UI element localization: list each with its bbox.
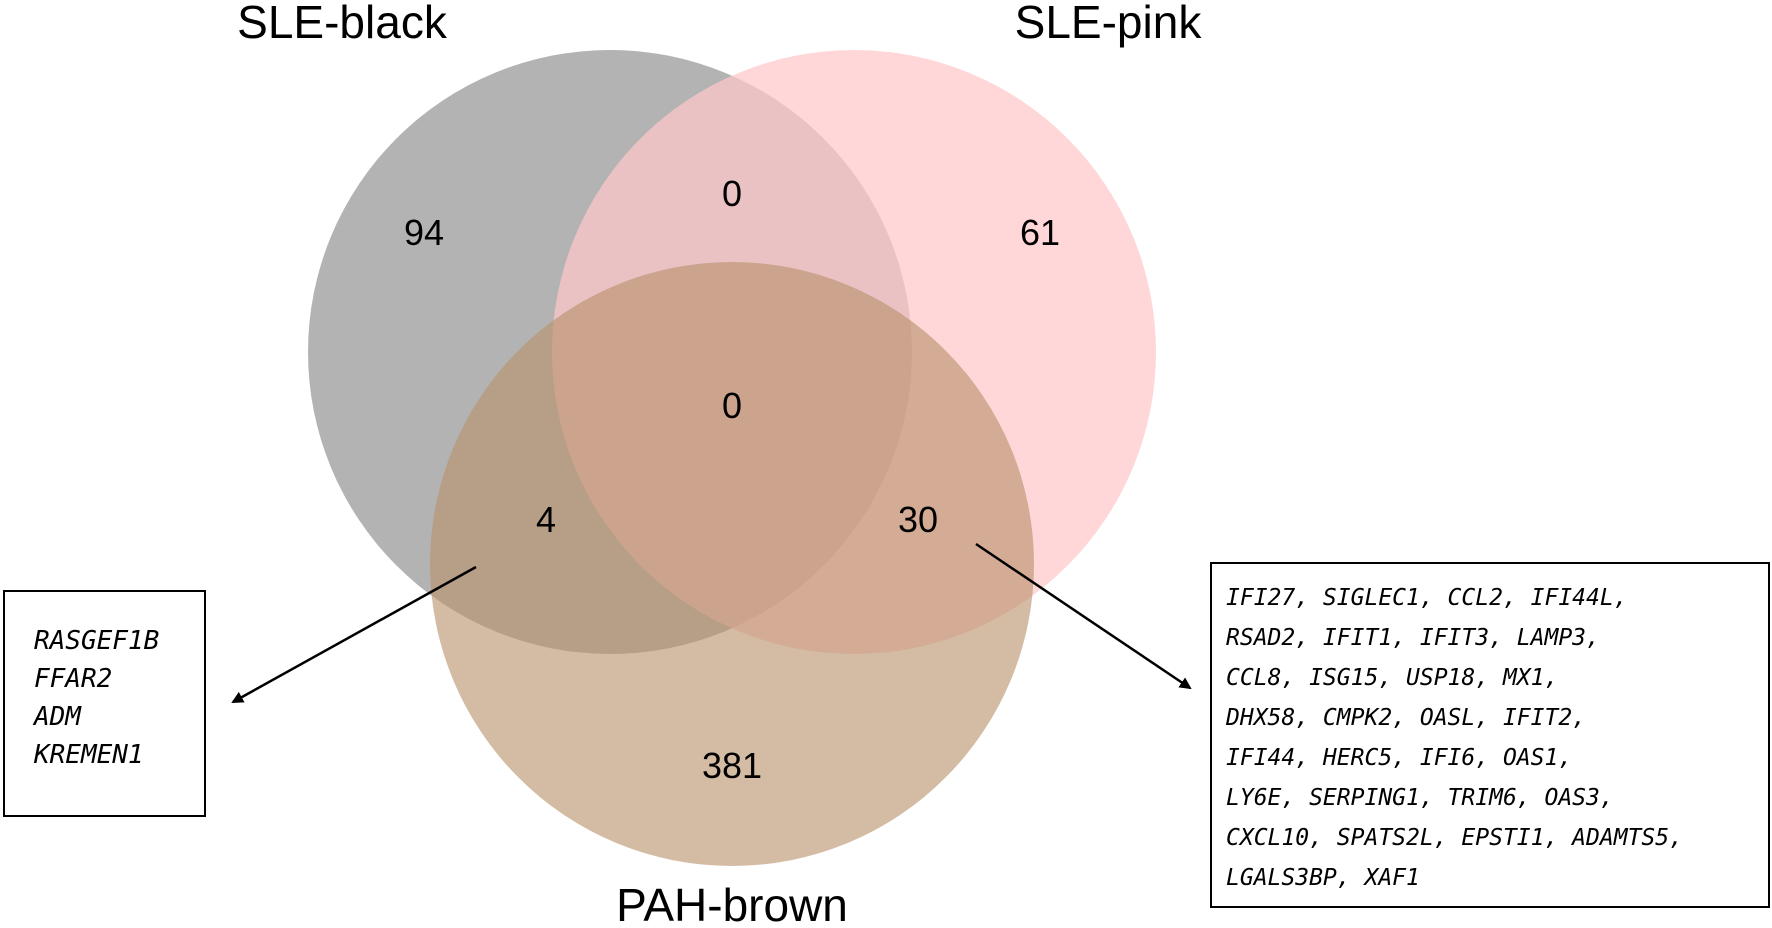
gene-list-line: CCL8, ISG15, USP18, MX1, (1226, 665, 1559, 691)
gene-list-line: DHX58, CMPK2, OASL, IFIT2, (1226, 705, 1587, 731)
count-sle-pink-only: 61 (1020, 212, 1060, 253)
count-sle-black-sle-pink: 0 (722, 173, 742, 214)
arrow-to-right-gene-list (975, 542, 1192, 690)
gene-name: RASGEF1B (34, 626, 160, 656)
count-pah-brown-only: 381 (702, 745, 762, 786)
set-label-sle-pink: SLE-pink (1015, 0, 1203, 48)
gene-name: ADM (34, 702, 81, 732)
count-sle-black-pah-brown: 4 (536, 499, 556, 540)
set-label-pah-brown: PAH-brown (616, 879, 848, 928)
gene-list-sle-black-pah-brown: RASGEF1B FFAR2 ADM KREMEN1 (3, 590, 206, 817)
gene-list-line: IFI27, SIGLEC1, CCL2, IFI44L, (1226, 585, 1628, 611)
gene-name: FFAR2 (34, 664, 113, 694)
count-all-three: 0 (722, 385, 742, 426)
circle-pah-brown (430, 262, 1034, 866)
gene-list-sle-pink-pah-brown: IFI27, SIGLEC1, CCL2, IFI44L, RSAD2, IFI… (1210, 562, 1770, 908)
set-label-sle-black: SLE-black (237, 0, 448, 48)
gene-list-line: IFI44, HERC5, IFI6, OAS1, (1226, 745, 1573, 771)
arrow-to-left-gene-list (231, 565, 477, 704)
gene-list-line: RSAD2, IFIT1, IFIT3, LAMP3, (1226, 625, 1600, 651)
count-sle-black-only: 94 (404, 212, 444, 253)
count-sle-pink-pah-brown: 30 (898, 499, 938, 540)
gene-list-line: LGALS3BP, XAF1 (1226, 865, 1420, 891)
gene-list-line: CXCL10, SPATS2L, EPSTI1, ADAMTS5, (1226, 825, 1683, 851)
gene-list-line: LY6E, SERPING1, TRIM6, OAS3, (1226, 785, 1614, 811)
gene-name: KREMEN1 (34, 740, 144, 770)
